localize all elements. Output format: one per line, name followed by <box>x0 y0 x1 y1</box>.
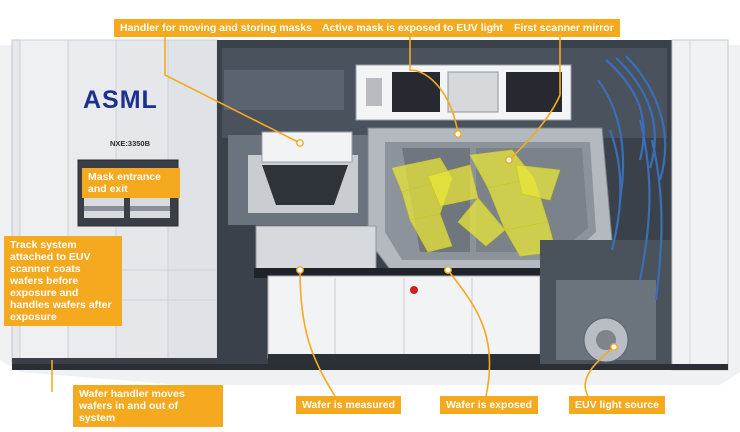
label-wafer-handler: Wafer handler moves wafers in and out of… <box>73 385 223 427</box>
wafer-stage-base <box>254 225 554 364</box>
label-mask-handler: Handler for moving and storing masks <box>114 19 318 37</box>
floor-plate <box>12 364 728 370</box>
label-first-mirror: First scanner mirror <box>508 19 620 37</box>
euv-light-beams <box>391 149 561 257</box>
label-active-mask: Active mask is exposed to EUV light <box>316 19 509 37</box>
leader-line-dots <box>296 130 618 351</box>
control-panel <box>355 64 572 121</box>
euv-source-module <box>540 39 729 371</box>
asml-logo: ASML <box>83 86 158 114</box>
label-mask-entrance: Mask entrance and exit <box>82 168 180 198</box>
blue-cables <box>597 55 667 301</box>
model-label: NXE:3350B <box>110 139 151 148</box>
label-wafer-measured: Wafer is measured <box>296 396 401 414</box>
leader-lines <box>51 34 615 397</box>
label-track-system: Track system attached to EUV scanner coa… <box>4 236 122 326</box>
label-euv-source: EUV light source <box>569 396 666 414</box>
label-wafer-exposed: Wafer is exposed <box>440 396 538 414</box>
